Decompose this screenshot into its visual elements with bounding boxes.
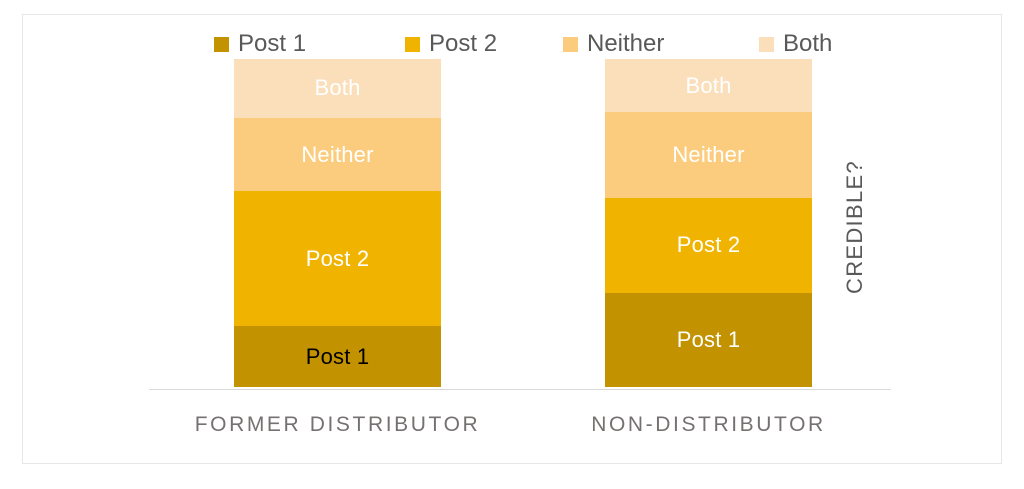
bar-segment-neither[interactable]: Neither bbox=[605, 112, 812, 198]
legend-swatch-icon bbox=[759, 36, 774, 52]
bar-segment-both[interactable]: Both bbox=[605, 59, 812, 113]
legend-item-label: Neither bbox=[587, 30, 665, 57]
legend-swatch-icon bbox=[405, 36, 420, 52]
bar-segment-label: Post 1 bbox=[305, 343, 370, 369]
chart-legend: Post 1 Post 2 Neither Both bbox=[23, 28, 1001, 60]
legend-item-post-1[interactable]: Post 1 bbox=[214, 28, 306, 60]
bar-segment-neither[interactable]: Neither bbox=[234, 117, 441, 192]
legend-swatch-icon bbox=[563, 36, 578, 52]
legend-item-label: Both bbox=[783, 30, 833, 57]
bar-segment-label: Post 1 bbox=[676, 326, 741, 352]
category-axis-line bbox=[149, 389, 891, 390]
category-label-1: FORMER DISTRIBUTOR bbox=[194, 413, 481, 436]
legend-item-label: Post 2 bbox=[429, 30, 498, 57]
bar-segment-label: Post 2 bbox=[305, 245, 370, 271]
bar-segment-post-2[interactable]: Post 2 bbox=[234, 191, 441, 327]
bar-segment-post-1[interactable]: Post 1 bbox=[234, 326, 441, 387]
bar-segment-label: Both bbox=[314, 75, 361, 101]
y-axis-title: CREDIBLE? bbox=[835, 137, 875, 317]
bar-segment-post-1[interactable]: Post 1 bbox=[605, 292, 812, 387]
legend-item-both[interactable]: Both bbox=[759, 28, 832, 60]
bar-segment-both[interactable]: Both bbox=[234, 59, 441, 118]
category-label-2: NON-DISTRIBUTOR bbox=[591, 413, 826, 436]
legend-item-neither[interactable]: Neither bbox=[563, 28, 664, 60]
bar-segment-label: Neither bbox=[672, 142, 745, 167]
legend-item-label: Post 1 bbox=[238, 30, 307, 57]
legend-item-post-2[interactable]: Post 2 bbox=[405, 28, 497, 60]
y-axis-title-text: CREDIBLE? bbox=[842, 160, 867, 294]
bar-segment-label: Neither bbox=[301, 141, 374, 167]
bar-segment-label: Both bbox=[685, 72, 732, 98]
legend-swatch-icon bbox=[214, 36, 229, 52]
bar-segment-post-2[interactable]: Post 2 bbox=[605, 197, 812, 293]
bar-segment-label: Post 2 bbox=[676, 232, 741, 258]
